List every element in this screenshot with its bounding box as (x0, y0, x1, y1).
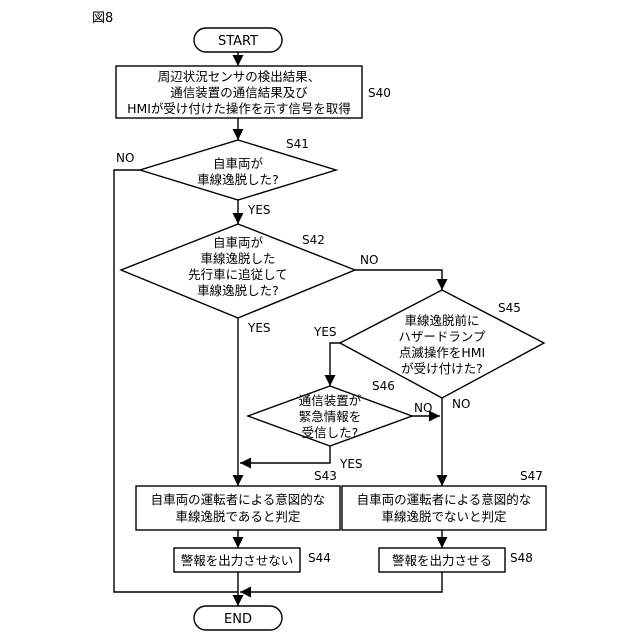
step-s46-decision: 通信装置が 緊急情報を 受信した? (248, 386, 412, 446)
arrow-s48-to-end (240, 572, 442, 592)
s41-step-id: S41 (286, 137, 309, 151)
s46-line-3: 受信した? (302, 425, 359, 440)
s43-step-id: S43 (314, 469, 337, 483)
s41-no-label: NO (116, 151, 134, 165)
arrow-s42-no-to-s45 (355, 270, 442, 290)
step-s48-box: 警報を出力させる (379, 548, 505, 572)
s42-line-4: 車線逸脱した? (197, 283, 279, 298)
s47-line-2: 車線逸脱でないと判定 (381, 509, 506, 524)
s45-line-3: 点滅操作をHMI (399, 345, 485, 360)
start-label: START (218, 34, 258, 49)
s42-line-2: 車線逸脱した (200, 251, 275, 266)
s46-no-label: NO (414, 401, 432, 415)
s40-step-id: S40 (368, 86, 391, 100)
s40-line-1: 周辺状況センサの検出結果、 (158, 69, 321, 84)
s44-line-1: 警報を出力させない (181, 553, 294, 568)
s45-no-label: NO (452, 397, 470, 411)
s43-line-1: 自車両の運転者による意図的な (151, 492, 326, 507)
s40-line-2: 通信装置の通信結果及び (170, 85, 308, 100)
step-s40-box: 周辺状況センサの検出結果、 通信装置の通信結果及び HMIが受け付けた操作を示す… (116, 66, 362, 118)
start-terminal: START (194, 28, 282, 52)
s41-line-1: 自車両が (213, 156, 264, 171)
step-s43-box: 自車両の運転者による意図的な 車線逸脱であると判定 (136, 486, 340, 530)
s45-line-1: 車線逸脱前に (404, 313, 479, 328)
arrow-s46-yes-to-s43-line (240, 446, 330, 463)
arrow-s45-yes-to-s46 (330, 343, 340, 386)
s47-line-1: 自車両の運転者による意図的な (357, 492, 532, 507)
s42-line-1: 自車両が (213, 235, 264, 250)
s46-step-id: S46 (372, 379, 395, 393)
s44-step-id: S44 (308, 551, 331, 565)
s48-line-1: 警報を出力させる (392, 553, 492, 568)
s47-step-id: S47 (520, 469, 543, 483)
end-label: END (224, 612, 252, 627)
s41-yes-label: YES (247, 203, 271, 217)
step-s44-box: 警報を出力させない (174, 548, 300, 572)
s42-yes-label: YES (247, 321, 271, 335)
s42-step-id: S42 (302, 233, 325, 247)
end-terminal: END (194, 606, 282, 630)
s40-line-3: HMIが受け付けた操作を示す信号を取得 (127, 101, 351, 116)
step-s47-box: 自車両の運転者による意図的な 車線逸脱でないと判定 (342, 486, 546, 530)
s42-no-label: NO (360, 253, 378, 267)
s46-line-1: 通信装置が (299, 393, 362, 408)
s48-step-id: S48 (510, 551, 533, 565)
s43-line-2: 車線逸脱であると判定 (176, 509, 301, 524)
s45-step-id: S45 (498, 301, 521, 315)
s45-line-2: ハザードランプ (398, 329, 486, 344)
s46-line-2: 緊急情報を (299, 409, 362, 424)
s42-line-3: 先行車に追従して (188, 267, 288, 282)
s46-yes-label: YES (339, 457, 363, 471)
figure-label: 図8 (92, 11, 113, 26)
s45-line-4: が受け付けた? (401, 361, 483, 376)
s41-line-2: 車線逸脱した? (197, 172, 279, 187)
s45-yes-label: YES (313, 325, 337, 339)
